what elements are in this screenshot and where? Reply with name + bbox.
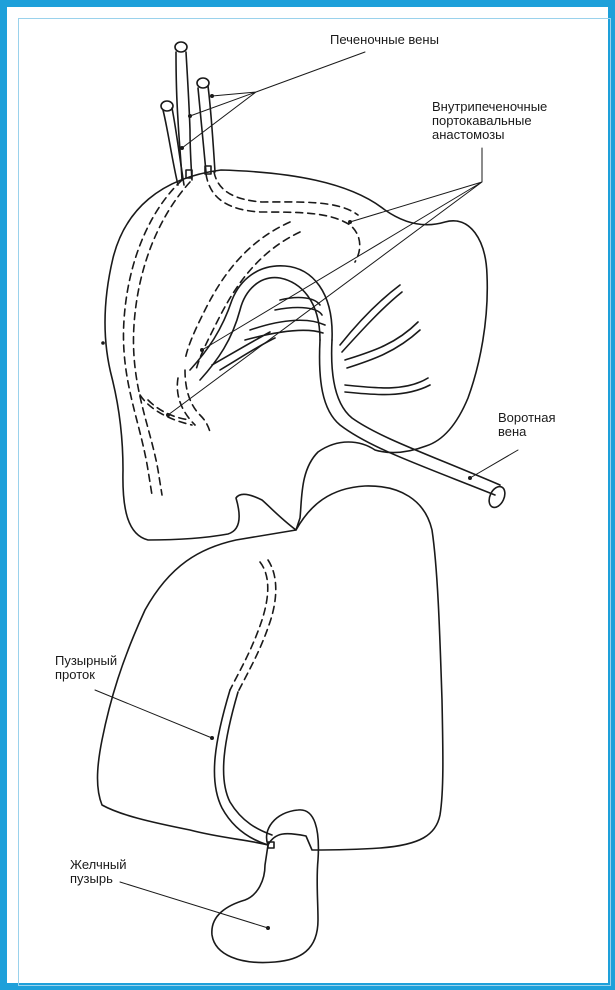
label-cystic-duct-line1: Пузырный <box>55 654 117 668</box>
leader-cystic-duct <box>95 690 212 738</box>
label-anastomoses: Внутрипеченочные портокавальные анастомо… <box>432 100 547 142</box>
hepatic-vein-3-cap <box>197 78 209 88</box>
label-portal-vein-line2: вена <box>498 425 555 439</box>
label-hepatic-veins: Печеночные вены <box>330 33 439 47</box>
intrahepatic-dashed-vessels <box>123 172 359 692</box>
label-gallbladder-line2: пузырь <box>70 872 127 886</box>
label-gallbladder-line1: Желчный <box>70 858 127 872</box>
label-cystic-duct: Пузырный проток <box>55 654 117 682</box>
leader-gallbladder <box>120 882 268 928</box>
leader-lines <box>95 52 518 928</box>
portal-side-branches <box>340 285 430 395</box>
label-anastomoses-line1: Внутрипеченочные <box>432 100 547 114</box>
portal-branch-arcs <box>190 266 332 380</box>
leader-anastomoses <box>168 148 482 415</box>
hepatic-vein-1-cap <box>175 42 187 52</box>
leader-dots <box>101 94 472 930</box>
portal-vein-end <box>486 484 508 510</box>
label-portal-vein: Воротная вена <box>498 411 555 439</box>
liver-outline <box>105 170 487 540</box>
label-anastomoses-line3: анастомозы <box>432 128 547 142</box>
hepatic-vein-2-cap <box>161 101 173 111</box>
label-gallbladder: Желчный пузырь <box>70 858 127 886</box>
label-portal-vein-line1: Воротная <box>498 411 555 425</box>
label-hepatic-veins-text: Печеночные вены <box>330 33 439 47</box>
leader-portal-vein <box>470 450 518 478</box>
label-anastomoses-line2: портокавальные <box>432 114 547 128</box>
label-cystic-duct-line2: проток <box>55 668 117 682</box>
portal-vein <box>320 340 500 495</box>
cystic-duct <box>214 690 272 845</box>
